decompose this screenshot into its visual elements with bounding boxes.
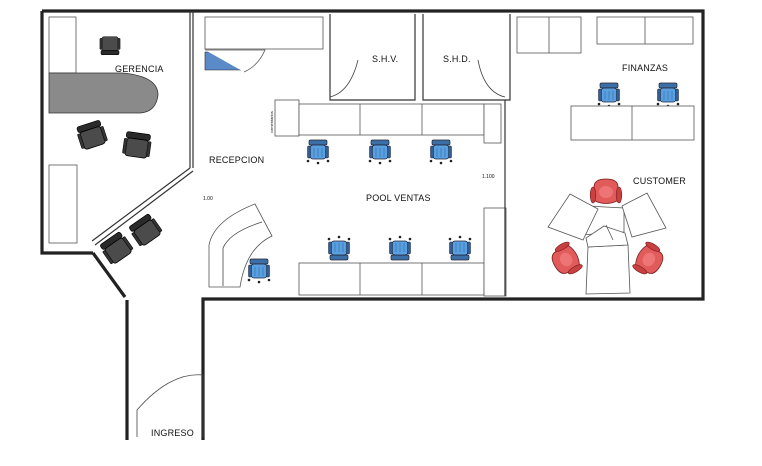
room-label-gerencia: GERENCIA xyxy=(115,64,164,74)
reception-counter xyxy=(208,203,273,288)
room-label-shd: S.H.D. xyxy=(443,54,471,64)
room-label-finanzas: FINANZAS xyxy=(622,63,668,73)
office-chair-blue-icon xyxy=(429,139,453,165)
office-chair-dark-icon xyxy=(99,36,121,56)
office-chair-blue-icon xyxy=(327,235,351,261)
restrooms: S.H.V. S.H.D. xyxy=(204,14,511,101)
room-label-pool-ventas: POOL VENTAS xyxy=(366,193,431,203)
wall-tag: comentarios xyxy=(269,111,274,133)
room-label-ingreso: INGRESO xyxy=(151,428,194,438)
room-label-customer: CUSTOMER xyxy=(633,176,686,186)
executive-desk xyxy=(48,72,159,114)
office-chair-blue-icon xyxy=(656,82,680,108)
recepcion-area: RECEPCION 1.00 INGRESO xyxy=(98,155,273,438)
office-chair-blue-icon xyxy=(306,139,330,165)
office-chair-red-icon xyxy=(589,178,623,204)
office-chair-blue-icon xyxy=(388,235,412,261)
office-chair-blue-icon xyxy=(448,235,472,261)
gerencia-room: GERENCIA xyxy=(48,16,164,244)
finanzas-area: FINANZAS xyxy=(516,16,695,141)
office-chair-red-icon xyxy=(546,239,585,281)
customer-area: CUSTOMER xyxy=(546,176,686,295)
exterior-walls xyxy=(40,9,705,440)
office-chair-dark-icon xyxy=(98,230,135,267)
pool-ventas-area: comentarios POOL VENTAS 1.100 xyxy=(269,99,507,297)
door-dimension-left: 1.00 xyxy=(203,196,213,202)
office-chair-dark-icon xyxy=(121,130,153,160)
office-chair-blue-icon xyxy=(597,82,621,108)
office-chair-dark-icon xyxy=(127,212,164,249)
office-chair-dark-icon xyxy=(74,119,109,152)
entrance-door xyxy=(136,374,204,437)
room-label-recepcion: RECEPCION xyxy=(209,155,264,165)
door-dimension-right: 1.100 xyxy=(482,174,495,180)
office-chair-blue-icon xyxy=(247,258,271,284)
office-chair-red-icon xyxy=(630,239,669,281)
room-label-shv: S.H.V. xyxy=(372,54,398,64)
office-chair-blue-icon xyxy=(368,139,392,165)
